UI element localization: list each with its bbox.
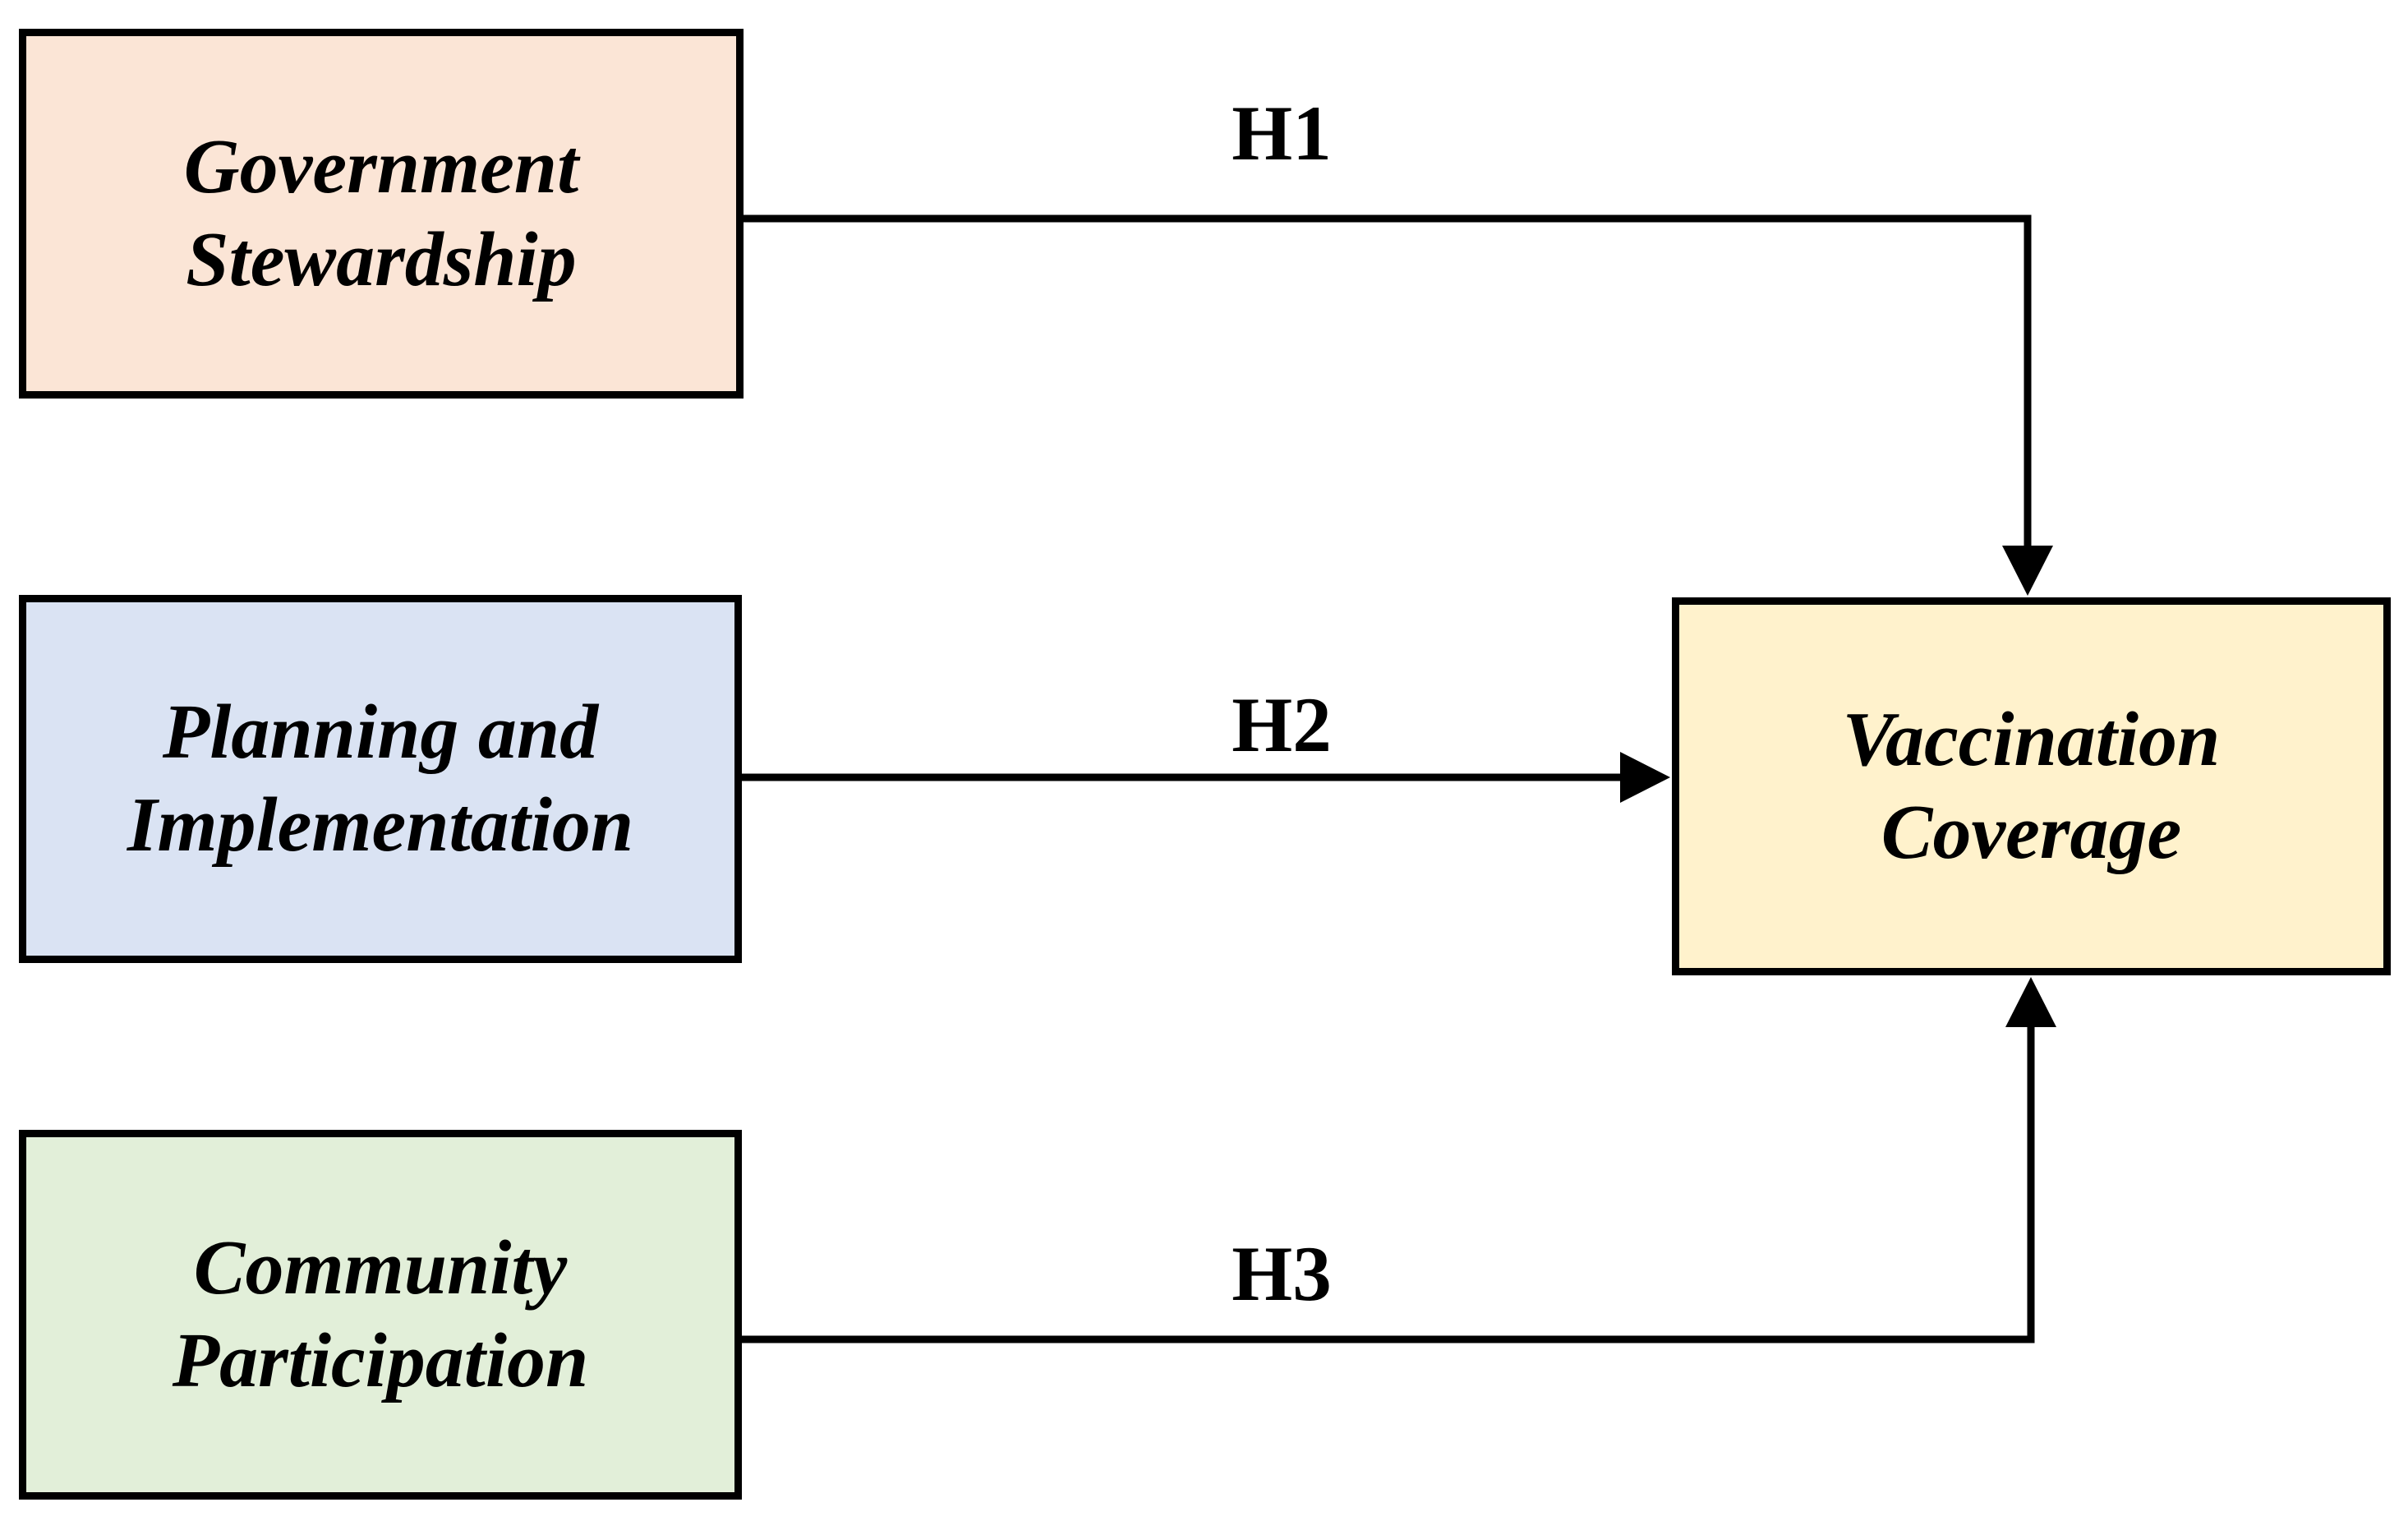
arrowhead-h2-right bbox=[1620, 752, 1670, 803]
edge-h2-path bbox=[742, 752, 1670, 803]
label-line: Planning and bbox=[162, 689, 599, 776]
edge-label-h3: H3 bbox=[1232, 1230, 1332, 1317]
node-vaccination-coverage-label: Vaccination Coverage bbox=[1843, 694, 2221, 879]
edge-label-h2: H2 bbox=[1232, 681, 1332, 768]
edge-h3-path bbox=[742, 977, 2056, 1343]
label-line: Government bbox=[183, 124, 579, 210]
arrowhead-h3-up bbox=[2005, 977, 2056, 1027]
label-line: Stewardship bbox=[186, 217, 577, 302]
node-community-participation-label: Community Participation bbox=[173, 1222, 589, 1408]
label-line: Coverage bbox=[1881, 790, 2182, 875]
node-government-stewardship-label: Government Stewardship bbox=[184, 121, 578, 306]
edge-label-h1: H1 bbox=[1232, 90, 1332, 177]
label-line: Vaccination bbox=[1842, 697, 2221, 783]
node-government-stewardship: Government Stewardship bbox=[19, 29, 744, 399]
edge-h1-path bbox=[742, 214, 2053, 596]
label-line: Implementation bbox=[127, 782, 634, 868]
node-vaccination-coverage: Vaccination Coverage bbox=[1672, 597, 2391, 975]
label-line: Participation bbox=[172, 1318, 589, 1403]
node-community-participation: Community Participation bbox=[19, 1130, 742, 1500]
arrowhead-h1-down bbox=[2002, 546, 2053, 596]
label-line: Community bbox=[193, 1225, 568, 1311]
node-planning-and-implementation: Planning and Implementation bbox=[19, 595, 742, 963]
node-planning-and-implementation-label: Planning and Implementation bbox=[127, 686, 633, 872]
